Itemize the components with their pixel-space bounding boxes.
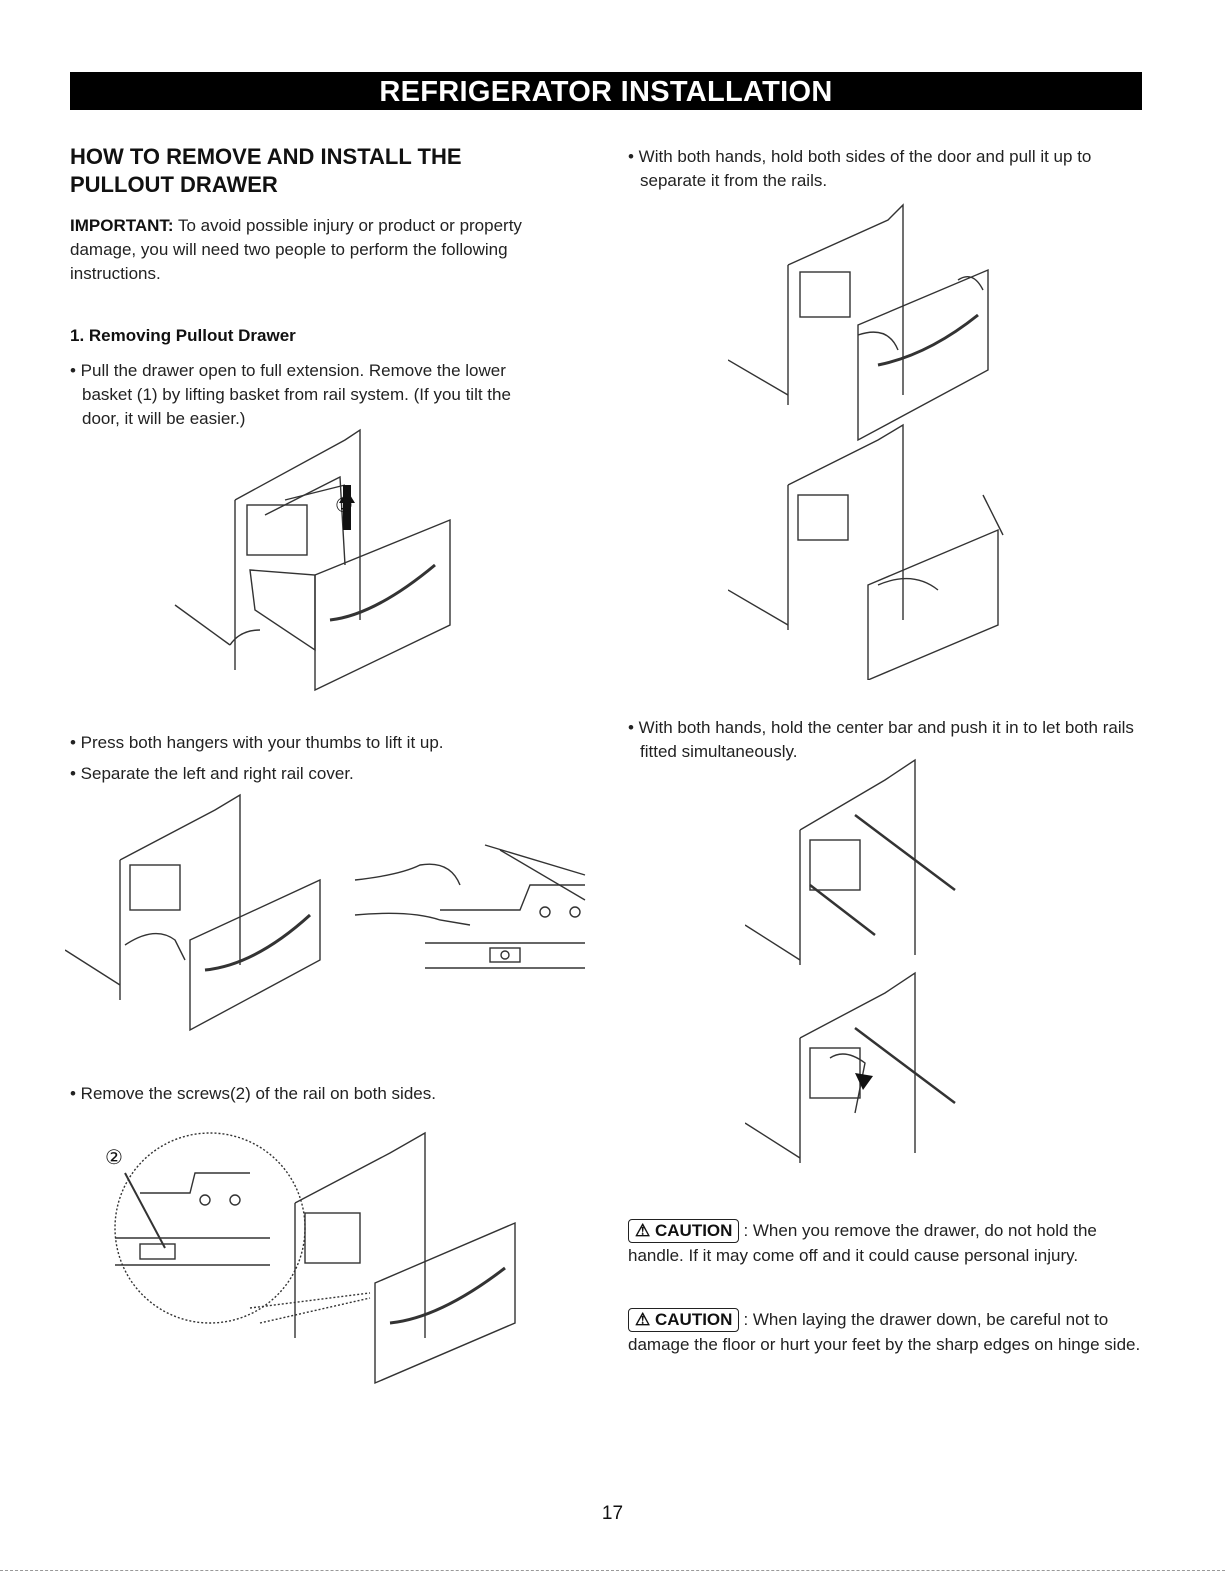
- caution-badge: ⚠ CAUTION: [628, 1308, 740, 1332]
- hanger-press-illustration: [65, 790, 335, 1040]
- caution-remove-drawer-text: : When you remove the drawer, do not hol…: [628, 1221, 1097, 1265]
- important-note: IMPORTANT: To avoid possible injury or p…: [70, 214, 590, 286]
- rails-extended-illustration: [745, 755, 975, 980]
- caution-lay-drawer: ⚠ CAUTION: When laying the drawer down, …: [628, 1307, 1148, 1357]
- instruction-separate-door: • With both hands, hold both sides of th…: [628, 147, 1092, 190]
- caution-badge-label: CAUTION: [654, 1221, 733, 1240]
- warning-triangle-icon: ⚠: [635, 1221, 651, 1240]
- callout-screw-2: ②: [105, 1147, 123, 1169]
- section-title-line-2: PULLOUT DRAWER: [70, 172, 278, 197]
- page-number: 17: [601, 1503, 624, 1524]
- door-lift-illustration: [728, 200, 1008, 445]
- section-title-line-1: HOW TO REMOVE AND INSTALL THE: [70, 144, 462, 169]
- callout-basket-1: ①: [335, 495, 353, 517]
- drawer-basket-illustration: ①: [165, 415, 465, 695]
- caution-remove-drawer: ⚠ CAUTION: When you remove the drawer, d…: [628, 1218, 1148, 1268]
- caution-badge: ⚠ CAUTION: [628, 1219, 740, 1243]
- door-separate-illustration: [728, 420, 1018, 680]
- important-label: IMPORTANT:: [70, 216, 174, 235]
- instruction-remove-basket: • Pull the drawer open to full extension…: [70, 361, 511, 428]
- warning-triangle-icon: ⚠: [635, 1310, 651, 1329]
- instruction-push-center-bar: • With both hands, hold the center bar a…: [628, 718, 1134, 761]
- caution-lay-drawer-text: : When laying the drawer down, be carefu…: [628, 1310, 1141, 1354]
- instruction-separate-rail-cover: • Separate the left and right rail cover…: [70, 764, 354, 783]
- section-title: HOW TO REMOVE AND INSTALL THE PULLOUT DR…: [70, 143, 550, 199]
- page-bottom-rule: [0, 1570, 1225, 1571]
- instruction-remove-screws: • Remove the screws(2) of the rail on bo…: [70, 1084, 436, 1103]
- section-banner: REFRIGERATOR INSTALLATION: [70, 72, 1142, 110]
- screw-removal-illustration: ②: [100, 1128, 530, 1398]
- instruction-press-hangers: • Press both hangers with your thumbs to…: [70, 733, 444, 752]
- step-1-title: 1. Removing Pullout Drawer: [70, 326, 296, 345]
- important-text: To avoid possible injury or product or p…: [70, 216, 522, 283]
- push-center-bar-illustration: [745, 968, 975, 1173]
- caution-badge-label: CAUTION: [654, 1310, 733, 1329]
- rail-cover-detail-illustration: [350, 840, 590, 975]
